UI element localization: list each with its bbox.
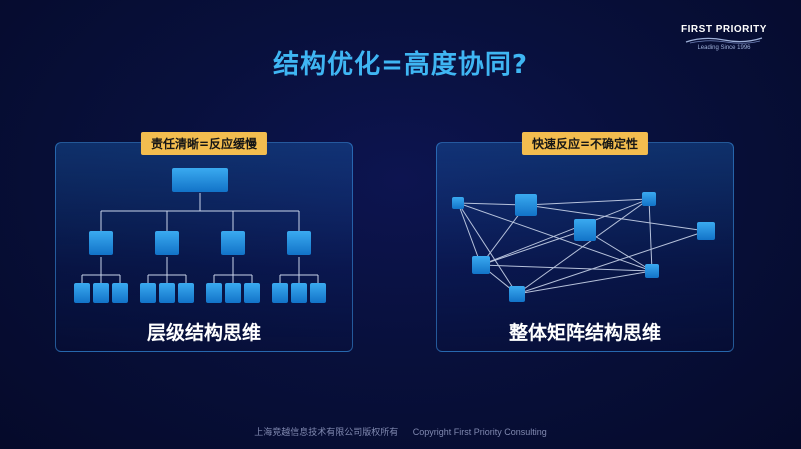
staff-node xyxy=(93,283,109,303)
matrix-panel: 快速反应=不确定性 xyxy=(436,132,734,352)
network-node xyxy=(452,197,464,209)
logo-name: FIRST PRIORITY xyxy=(681,24,767,35)
root-node xyxy=(172,168,228,192)
staff-node xyxy=(310,283,326,303)
network-node xyxy=(472,256,490,274)
footer-copyright-cn: 上海竞越信息技术有限公司版权所有 xyxy=(254,427,399,437)
staff-node xyxy=(140,283,156,303)
network-node xyxy=(645,264,659,278)
hierarchy-diagram xyxy=(74,168,326,303)
matrix-badge: 快速反应=不确定性 xyxy=(521,132,649,155)
staff-node xyxy=(244,283,260,303)
footer-copyright-en: Copyright First Priority Consulting xyxy=(412,427,547,437)
network-node xyxy=(509,286,525,302)
company-logo: FIRST PRIORITY Leading Since 1996 xyxy=(679,24,769,51)
logo-tagline: Leading Since 1996 xyxy=(697,45,751,51)
manager-node xyxy=(155,231,179,255)
network-node xyxy=(642,192,656,206)
manager-node xyxy=(221,231,245,255)
staff-node xyxy=(272,283,288,303)
staff-node xyxy=(74,283,90,303)
manager-node xyxy=(287,231,311,255)
matrix-caption: 整体矩阵结构思维 xyxy=(508,322,661,344)
staff-node xyxy=(225,283,241,303)
logo-wave-icon xyxy=(685,37,763,44)
staff-node xyxy=(159,283,175,303)
footer: 上海竞越信息技术有限公司版权所有 Copyright First Priorit… xyxy=(0,425,801,438)
network-node xyxy=(574,219,596,241)
matrix-diagram xyxy=(452,192,715,302)
staff-node xyxy=(112,283,128,303)
staff-node xyxy=(178,283,194,303)
hierarchy-panel: 责任清晰=反应缓慢 xyxy=(55,132,353,352)
network-node xyxy=(515,194,537,216)
hierarchy-caption: 层级结构思维 xyxy=(146,322,261,344)
network-node xyxy=(697,222,715,240)
staff-node xyxy=(291,283,307,303)
staff-node xyxy=(206,283,222,303)
manager-node xyxy=(89,231,113,255)
slide-title: 结构优化=高度协同? xyxy=(273,50,528,80)
hierarchy-badge: 责任清晰=反应缓慢 xyxy=(140,132,268,155)
